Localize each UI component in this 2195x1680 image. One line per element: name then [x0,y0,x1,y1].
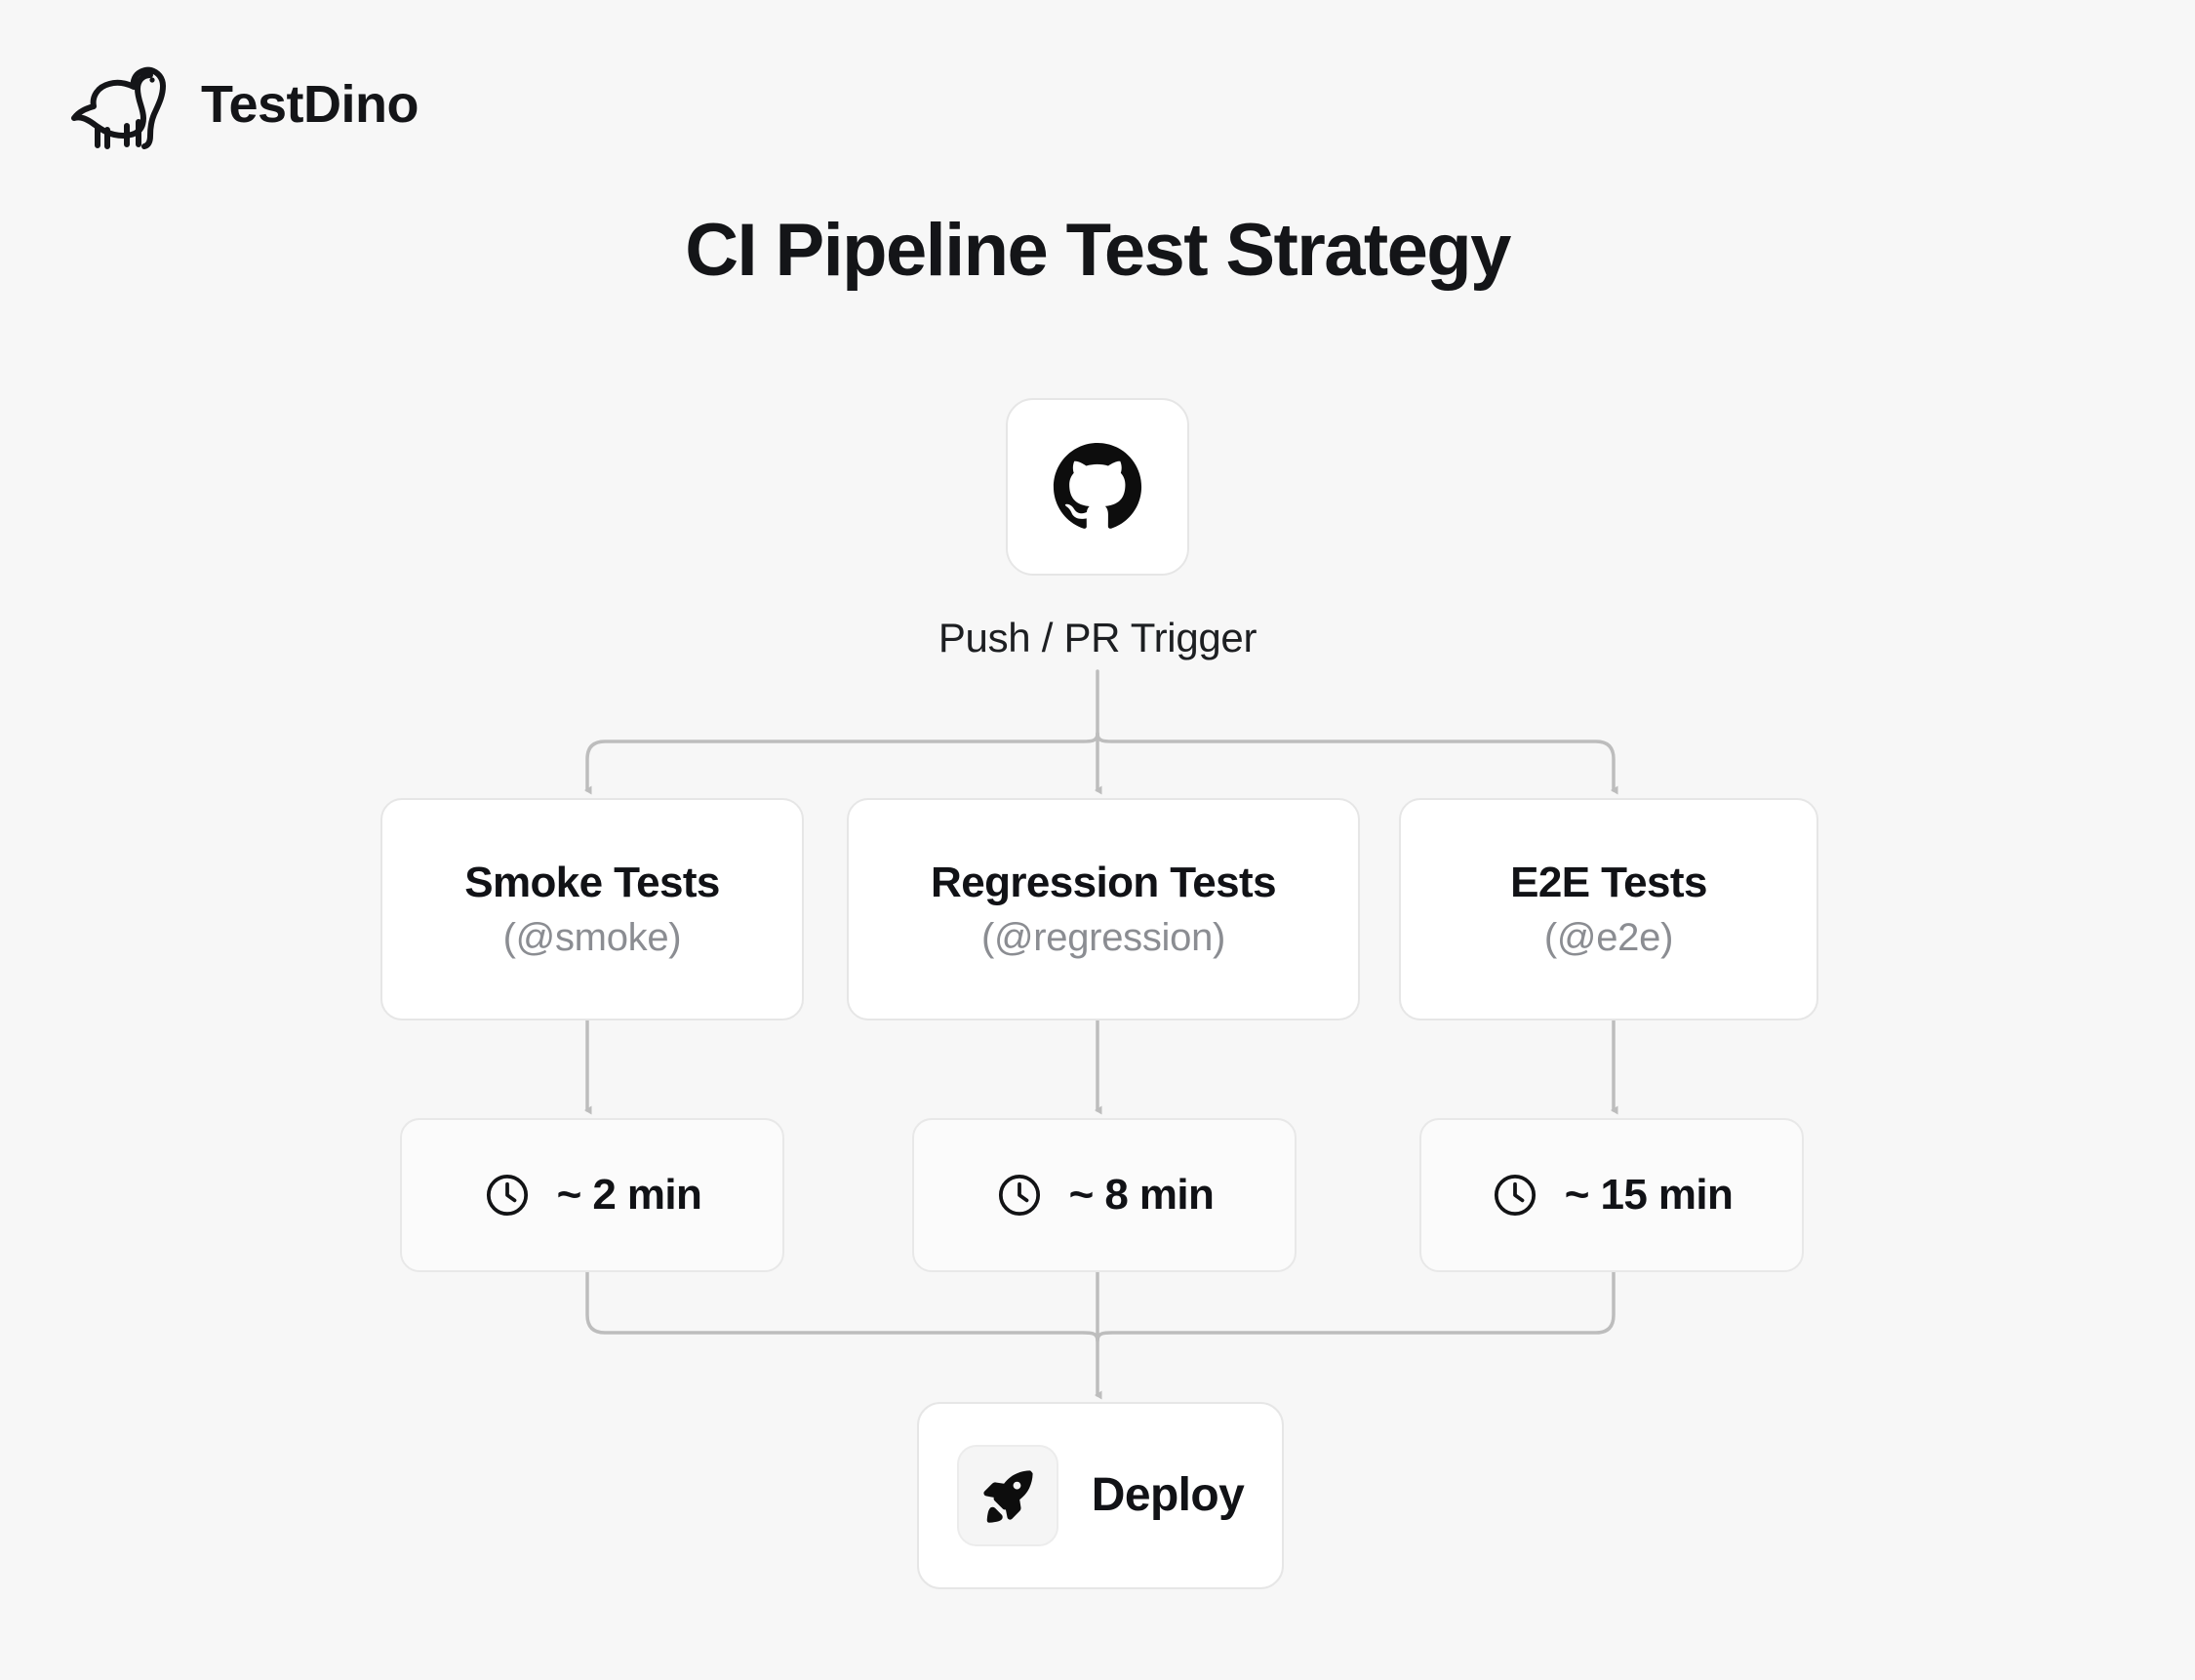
duration-node-regression: ~ 8 min [912,1118,1297,1272]
clock-icon [995,1171,1044,1220]
duration-node-e2e: ~ 15 min [1419,1118,1804,1272]
trigger-label: Push / PR Trigger [938,615,1257,660]
suite-title: E2E Tests [1510,859,1707,906]
suite-title: Regression Tests [931,859,1277,906]
page-title: CI Pipeline Test Strategy [685,209,1511,292]
deploy-node[interactable]: Deploy [917,1402,1284,1589]
suite-node-smoke[interactable]: Smoke Tests (@smoke) [380,798,804,1020]
suite-node-regression[interactable]: Regression Tests (@regression) [847,798,1360,1020]
dinosaur-icon [66,54,176,155]
clock-icon [483,1171,532,1220]
deploy-label: Deploy [1091,1469,1245,1521]
github-icon [1051,440,1144,534]
suite-title: Smoke Tests [464,859,720,906]
duration-text: ~ 15 min [1564,1171,1734,1219]
suite-tag: (@smoke) [502,916,682,959]
source-node-github[interactable] [1006,398,1189,576]
duration-text: ~ 8 min [1068,1171,1215,1219]
suite-tag: (@regression) [980,916,1226,959]
clock-icon [1491,1171,1539,1220]
rocket-icon [956,1445,1058,1546]
brand-logo: TestDino [66,54,419,155]
brand-name: TestDino [201,75,419,134]
suite-node-e2e[interactable]: E2E Tests (@e2e) [1399,798,1818,1020]
suite-tag: (@e2e) [1543,916,1674,959]
duration-node-smoke: ~ 2 min [400,1118,784,1272]
duration-text: ~ 2 min [556,1171,702,1219]
